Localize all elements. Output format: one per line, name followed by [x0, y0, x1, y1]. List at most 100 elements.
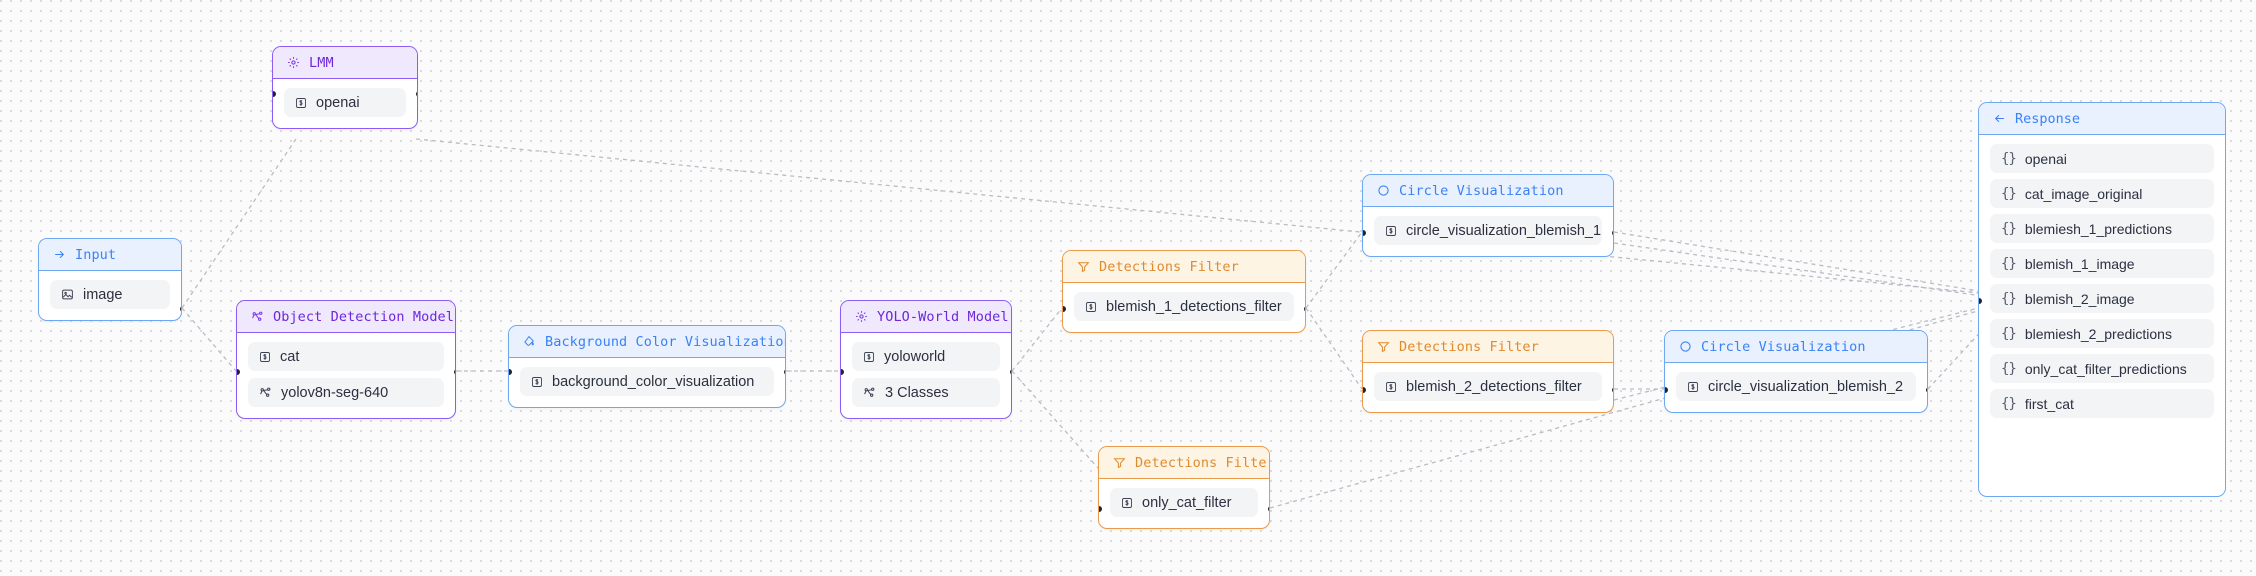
port-response-in[interactable] — [1979, 298, 1982, 304]
response-item[interactable]: {}blemiesh_1_predictions — [1990, 214, 2214, 243]
response-item[interactable]: {} cat_image_original — [1990, 179, 2214, 208]
object-icon: {} — [2001, 185, 2017, 202]
node-lmm-title: LMM — [309, 54, 334, 71]
node-detections-filter-2[interactable]: Detections Filter blemish_2_detections_f… — [1362, 330, 1614, 413]
response-item[interactable]: {} blemiesh_2_predictions — [1990, 319, 2214, 348]
port-objdet-out[interactable] — [454, 369, 455, 375]
port-filter2-in[interactable] — [1363, 387, 1366, 393]
node-circle-visualization-1[interactable]: Circle Visualization circle_visualizatio… — [1362, 174, 1614, 257]
node-detections-filter-2-row[interactable]: blemish_2_detections_filter — [1374, 372, 1602, 401]
response-item[interactable]: {}openai — [1990, 144, 2214, 173]
node-yolo-world-model[interactable]: YOLO-World Model yoloworld 3 Class — [840, 300, 1012, 419]
circle-icon — [1377, 184, 1390, 197]
response-item[interactable]: {}blemish_1_image — [1990, 249, 2214, 278]
string-icon — [1085, 301, 1097, 313]
response-item-label: blemish_1_image — [2024, 255, 2135, 272]
node-lmm[interactable]: LMM openai — [272, 46, 418, 129]
node-circle-visualization-2-title: Circle Visualization — [1701, 338, 1866, 355]
node-background-color-visualization-body: background_color_visualization — [509, 358, 785, 407]
port-filter1-in[interactable] — [1063, 306, 1066, 312]
port-circle2-out[interactable] — [1926, 387, 1927, 393]
port-yoloworld-in[interactable] — [841, 369, 844, 375]
port-circle2-in[interactable] — [1665, 387, 1668, 393]
response-panel-body: {}openai {}cat_image_original {}blemiesh… — [1979, 135, 2225, 429]
node-detections-filter-3[interactable]: Detections Filter only_cat_filter — [1098, 446, 1270, 529]
object-icon: {} — [2001, 360, 2017, 377]
node-detections-filter-2-title: Detections Filter — [1399, 338, 1539, 355]
port-filter2-out[interactable] — [1612, 387, 1613, 393]
node-input-row-image[interactable]: image — [50, 280, 170, 309]
port-circle1-in[interactable] — [1363, 230, 1366, 236]
string-icon — [295, 97, 307, 109]
port-objdet-in[interactable] — [237, 369, 240, 375]
node-detections-filter-3-row[interactable]: only_cat_filter — [1110, 488, 1258, 517]
node-circle-visualization-1-body: circle_visualization_blemish_1 — [1363, 207, 1613, 256]
paint-bucket-icon — [523, 335, 536, 348]
string-icon — [1385, 381, 1397, 393]
node-detections-filter-1[interactable]: Detections Filter blemish_1_detections_f… — [1062, 250, 1306, 333]
object-icon: {} — [2001, 325, 2017, 342]
object-icon: {} — [2001, 220, 2017, 237]
node-background-color-visualization[interactable]: Background Color Visualization backgroun… — [508, 325, 786, 408]
node-circle-visualization-2-row[interactable]: circle_visualization_blemish_2 — [1676, 372, 1916, 401]
node-object-detection-model-row-cat[interactable]: cat — [248, 342, 444, 371]
port-filter3-out[interactable] — [1268, 506, 1269, 512]
node-circle-visualization-2[interactable]: Circle Visualization circle_visualizatio… — [1664, 330, 1928, 413]
port-lmm-in[interactable] — [273, 91, 276, 97]
string-icon — [1385, 225, 1397, 237]
node-yolo-world-model-row-classes[interactable]: 3 Classes — [852, 378, 1000, 407]
response-item[interactable]: {}first_cat — [1990, 389, 2214, 418]
response-panel[interactable]: Response {}openai {} cat_image_original {… — [1978, 102, 2226, 497]
response-item[interactable]: {}only_cat_filter_predictions — [1990, 354, 2214, 383]
response-item-label: blemiesh_2_predictions — [2024, 325, 2172, 342]
port-bgcolor-out[interactable] — [784, 369, 785, 375]
node-background-color-visualization-row[interactable]: background_color_visualization — [520, 367, 774, 396]
response-panel-title: Response — [2015, 110, 2081, 127]
string-icon — [1121, 497, 1133, 509]
port-lmm-out[interactable] — [416, 91, 417, 97]
node-detections-filter-2-row-label: blemish_2_detections_filter — [1406, 378, 1582, 395]
node-object-detection-model-row-label: yolov8n-seg-640 — [281, 384, 389, 401]
node-yolo-world-model-row-label: 3 Classes — [885, 384, 949, 401]
circle-icon — [1679, 340, 1692, 353]
node-object-detection-model-row-label: cat — [280, 348, 300, 365]
node-circle-visualization-1-header: Circle Visualization — [1363, 175, 1613, 207]
node-yolo-world-model-row-model[interactable]: yoloworld — [852, 342, 1000, 371]
node-detections-filter-2-body: blemish_2_detections_filter — [1363, 363, 1613, 412]
node-detections-filter-3-row-label: only_cat_filter — [1142, 494, 1232, 511]
string-icon — [259, 351, 271, 363]
node-yolo-world-model-row-label: yoloworld — [884, 348, 946, 365]
node-input[interactable]: Input image — [38, 238, 182, 321]
node-background-color-visualization-header: Background Color Visualization — [509, 326, 785, 358]
funnel-icon — [1077, 260, 1090, 273]
port-circle1-out[interactable] — [1612, 230, 1613, 236]
image-icon — [61, 288, 74, 301]
node-lmm-header: LMM — [273, 47, 417, 79]
node-detections-filter-3-header: Detections Filter — [1099, 447, 1269, 479]
node-object-detection-model[interactable]: Object Detection Model cat yolov8n — [236, 300, 456, 419]
node-background-color-visualization-row-label: background_color_visualization — [552, 373, 755, 390]
node-detections-filter-1-row-label: blemish_1_detections_filter — [1106, 298, 1282, 315]
node-lmm-row-label: openai — [316, 94, 360, 111]
port-yoloworld-out[interactable] — [1010, 369, 1011, 375]
funnel-icon — [1113, 456, 1126, 469]
node-object-detection-model-row-model[interactable]: yolov8n-seg-640 — [248, 378, 444, 407]
node-input-title: Input — [75, 246, 117, 263]
node-detections-filter-1-row[interactable]: blemish_1_detections_filter — [1074, 292, 1294, 321]
object-icon: {} — [2001, 290, 2017, 307]
response-item[interactable]: {}blemish_2_image — [1990, 284, 2214, 313]
port-filter3-in[interactable] — [1099, 506, 1102, 512]
response-item-label: cat_image_original — [2024, 185, 2143, 202]
node-circle-visualization-1-row[interactable]: circle_visualization_blemish_1 — [1374, 216, 1602, 245]
graph-icon — [259, 386, 272, 399]
port-bgcolor-in[interactable] — [509, 369, 512, 375]
string-icon — [1687, 381, 1699, 393]
node-circle-visualization-1-title: Circle Visualization — [1399, 182, 1564, 199]
node-yolo-world-model-header: YOLO-World Model — [841, 301, 1011, 333]
node-lmm-row-openai[interactable]: openai — [284, 88, 406, 117]
port-input-out[interactable] — [180, 306, 181, 312]
port-filter1-out[interactable] — [1304, 306, 1305, 312]
node-circle-visualization-2-header: Circle Visualization — [1665, 331, 1927, 363]
string-icon — [863, 351, 875, 363]
